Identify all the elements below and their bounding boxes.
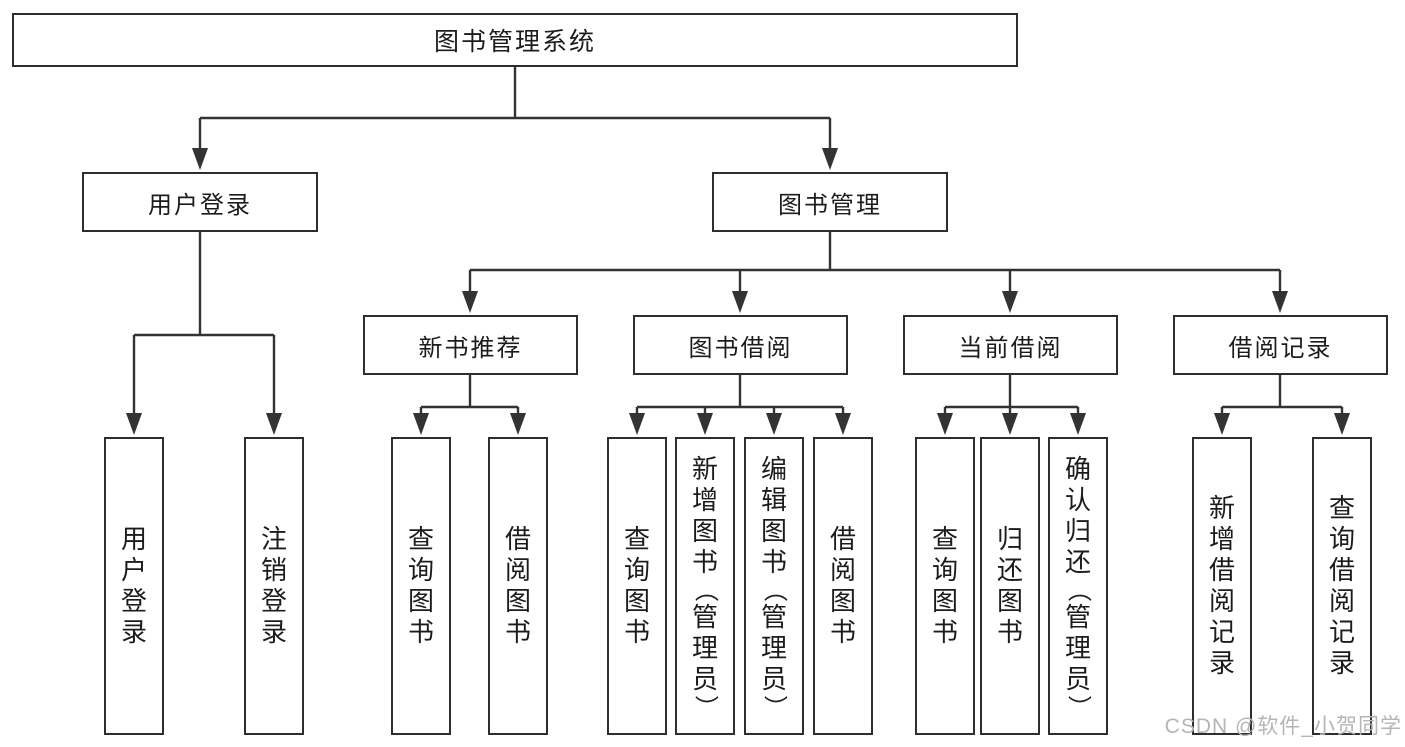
node-new-book-rec: 新书推荐 [363, 315, 578, 375]
connector-new-book-rec [419, 375, 520, 416]
node-leaf-query-books-newrec: 查询图书 [391, 437, 451, 735]
arrowhead [510, 413, 526, 435]
arrowhead [266, 413, 282, 435]
node-label: 借阅图书 [504, 524, 531, 647]
node-leaf-logout: 注销登录 [244, 437, 304, 735]
node-leaf-confirm-return-admin: 确认归还（管理员） [1048, 437, 1108, 735]
node-leaf-borrow-books-newrec: 借阅图书 [488, 437, 548, 735]
arrowhead [732, 291, 748, 313]
arrowhead [126, 413, 142, 435]
node-current-borrow: 当前借阅 [903, 315, 1118, 375]
arrowhead [413, 413, 429, 435]
node-leaf-edit-books-admin: 编辑图书（管理员） [744, 437, 804, 735]
node-leaf-query-borrow-record: 查询借阅记录 [1312, 437, 1372, 735]
arrowhead [766, 413, 782, 435]
connector-borrow-records [1220, 375, 1344, 416]
node-label: 新增图书（管理员） [691, 453, 719, 719]
node-label: 注销登录 [260, 524, 287, 647]
arrowhead [835, 413, 851, 435]
node-leaf-add-borrow-record: 新增借阅记录 [1192, 437, 1252, 735]
node-leaf-return-books: 归还图书 [980, 437, 1040, 735]
node-leaf-query-books-current: 查询图书 [915, 437, 975, 735]
node-label: 查询图书 [623, 524, 650, 647]
node-label: 新增借阅记录 [1208, 493, 1235, 678]
arrowhead [629, 413, 645, 435]
connector-root [198, 67, 832, 154]
arrowhead [1002, 413, 1018, 435]
node-label: 图书管理 [778, 191, 882, 219]
node-label: 归还图书 [996, 524, 1023, 647]
node-book-mgmt: 图书管理 [712, 172, 948, 232]
node-label: 图书借阅 [688, 334, 793, 362]
node-label: 借阅图书 [829, 524, 856, 647]
node-book-borrow: 图书借阅 [633, 315, 848, 375]
arrowhead [1070, 413, 1086, 435]
node-borrow-records: 借阅记录 [1173, 315, 1388, 375]
node-label: 用户登录 [120, 524, 147, 647]
arrowhead [1214, 413, 1230, 435]
node-leaf-borrow-books: 借阅图书 [813, 437, 873, 735]
node-label: 查询图书 [931, 524, 958, 647]
node-label: 图书管理系统 [433, 28, 596, 56]
arrowhead [822, 148, 838, 170]
node-leaf-add-books-admin: 新增图书（管理员） [675, 437, 735, 735]
node-leaf-query-books-borrow: 查询图书 [607, 437, 667, 735]
node-label: 新书推荐 [418, 334, 523, 362]
arrowhead [697, 413, 713, 435]
node-user-login: 用户登录 [82, 172, 318, 232]
connector-book-borrow [635, 375, 845, 416]
arrowhead [1334, 413, 1350, 435]
node-label: 当前借阅 [958, 334, 1063, 362]
connector-current-borrow [943, 375, 1080, 416]
arrowhead [1272, 291, 1288, 313]
arrowhead [937, 413, 953, 435]
csdn-watermark: CSDN @软件_小贺同学 [1164, 715, 1402, 738]
node-root: 图书管理系统 [12, 13, 1018, 67]
node-label: 查询借阅记录 [1328, 493, 1355, 678]
connector-book-mgmt [468, 232, 1282, 294]
arrowhead [1002, 291, 1018, 313]
node-label: 借阅记录 [1228, 334, 1333, 362]
arrowhead [462, 291, 478, 313]
connector-user-login [132, 232, 276, 418]
arrowhead [192, 148, 208, 170]
node-label: 查询图书 [407, 524, 434, 647]
node-label: 编辑图书（管理员） [760, 453, 788, 719]
node-label: 确认归还（管理员） [1064, 453, 1092, 719]
node-label: 用户登录 [148, 191, 252, 219]
node-leaf-user-login: 用户登录 [104, 437, 164, 735]
